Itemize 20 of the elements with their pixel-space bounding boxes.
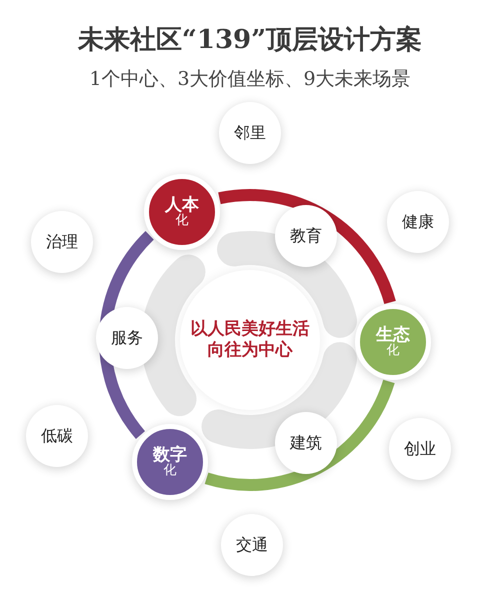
value-suffix: 化: [176, 214, 188, 228]
center-text: 以人民美好生活向往为中心: [190, 318, 310, 362]
scene-label: 治理: [46, 232, 78, 252]
scene-label: 邻里: [234, 122, 266, 144]
value-suffix: 化: [164, 464, 176, 478]
value-label: 生态: [376, 326, 410, 344]
scene-circle: [275, 412, 337, 474]
scene-label: 创业: [404, 438, 436, 460]
title: 未来社区“139”顶层设计方案: [78, 24, 422, 57]
scene-label: 健康: [402, 212, 434, 232]
subtitle: 1个中心、3大价值坐标、9大未来场景: [89, 67, 411, 92]
scene-label: 建筑: [290, 432, 322, 454]
scene-label: 交通: [236, 534, 268, 556]
value-label: 数字: [153, 446, 187, 464]
scene-label: 教育: [290, 226, 322, 246]
value-suffix: 化: [386, 344, 400, 358]
scene-label: 低碳: [41, 426, 73, 446]
scene-circle: [275, 205, 337, 267]
value-label: 人本: [165, 196, 199, 214]
scene-label: 服务: [111, 328, 143, 348]
